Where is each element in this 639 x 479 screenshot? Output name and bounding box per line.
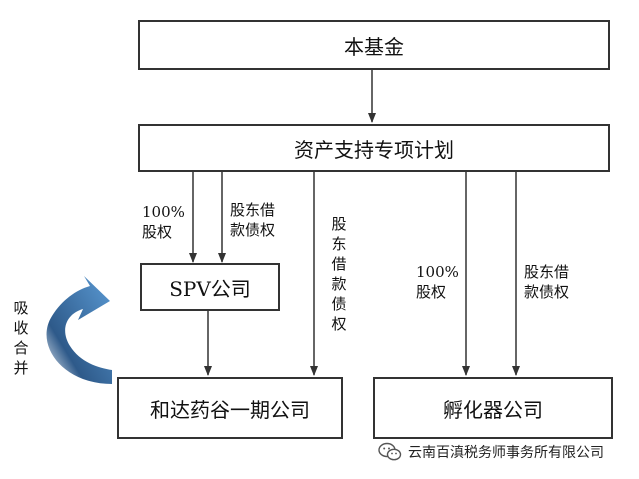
label-spv-equity: 100% 股权 [142, 203, 185, 241]
label-incubator-loan: 股东借 款债权 [524, 263, 570, 301]
watermark: 云南百滇税务师事务所有限公司 [378, 440, 604, 464]
node-asset-support-plan: 资产支持专项计划 [138, 124, 610, 172]
node-spv: SPV公司 [140, 263, 280, 311]
wechat-icon [378, 442, 402, 461]
watermark-text: 云南百滇税务师事务所有限公司 [408, 445, 604, 461]
label-spv-loan: 股东借 款债权 [230, 201, 276, 239]
node-fund: 本基金 [138, 20, 610, 70]
label-merger: 吸收合并 [13, 299, 29, 377]
label-hedayao-loan: 股东借款债权 [331, 215, 347, 333]
node-hedayao-phase1: 和达药谷一期公司 [117, 377, 343, 439]
label-incubator-equity: 100% 股权 [416, 263, 459, 301]
node-incubator: 孵化器公司 [373, 377, 613, 439]
merger-arrow-icon [46, 276, 112, 384]
